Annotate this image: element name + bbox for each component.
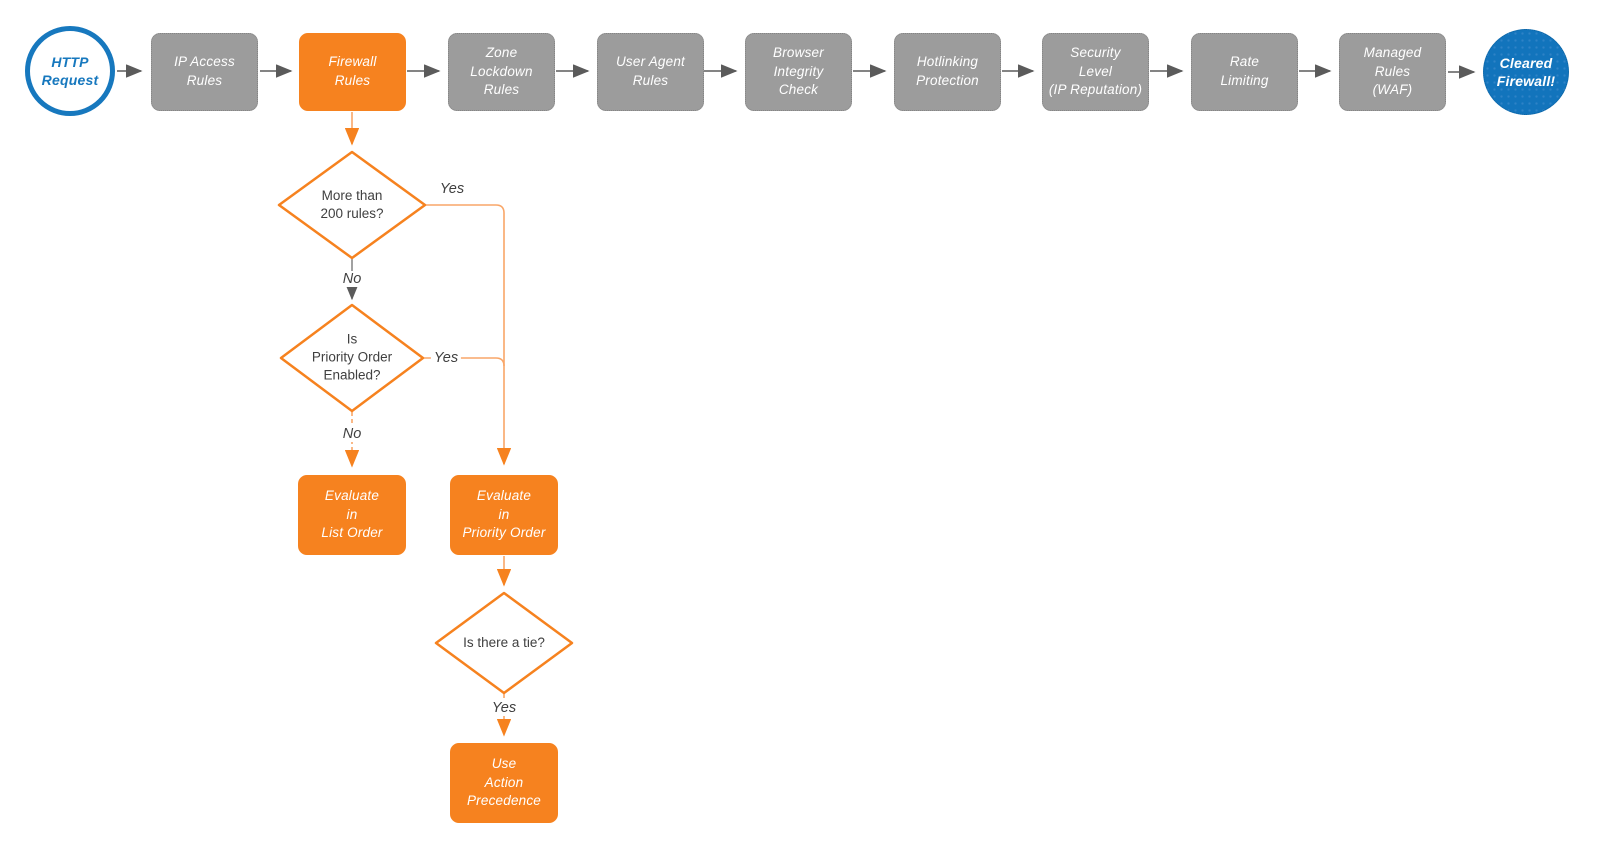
step-label: Managed Rules (WAF) xyxy=(1363,44,1422,98)
start-node-http-request: HTTP Request xyxy=(25,26,115,116)
wire-decision2-yes xyxy=(424,357,505,367)
outcome-label: Evaluate in Priority Order xyxy=(462,487,546,541)
decision-diamonds xyxy=(277,150,574,695)
decision3-question: Is there a tie? xyxy=(463,634,545,650)
step-security-level: Security Level (IP Reputation) xyxy=(1042,33,1149,111)
step-label: Security Level (IP Reputation) xyxy=(1048,44,1143,98)
end-node-cleared-firewall: Cleared Firewall! xyxy=(1483,29,1569,115)
decision2-diamond-shape xyxy=(279,303,425,413)
outcome-label: Evaluate in List Order xyxy=(321,487,383,541)
step-label: IP Access Rules xyxy=(174,54,235,88)
outcome-evaluate-list-order: Evaluate in List Order xyxy=(298,475,406,555)
start-node-label: HTTP Request xyxy=(41,53,99,88)
decision2-yes-label: Yes xyxy=(430,350,462,366)
step-user-agent-rules: User Agent Rules xyxy=(597,33,704,111)
step-label: Hotlinking Protection xyxy=(916,54,979,88)
outcome-label: Use Action Precedence xyxy=(466,755,542,809)
wire-decision1-yes xyxy=(426,204,512,466)
step-label: Zone Lockdown Rules xyxy=(470,44,533,98)
step-managed-rules-waf: Managed Rules (WAF) xyxy=(1339,33,1446,111)
pipeline-arrows xyxy=(117,64,1476,79)
end-node-label: Cleared Firewall! xyxy=(1496,54,1556,89)
decision3-yes-label: Yes xyxy=(488,700,520,716)
decision2-question: Is Priority Order Enabled? xyxy=(311,331,393,384)
decision1-no-label: No xyxy=(339,271,365,287)
outcome-use-action-precedence: Use Action Precedence xyxy=(450,743,558,823)
step-hotlinking-protection: Hotlinking Protection xyxy=(894,33,1001,111)
step-zone-lockdown-rules: Zone Lockdown Rules xyxy=(448,33,555,111)
decision2-no-label: No xyxy=(339,426,365,442)
step-rate-limiting: Rate Limiting xyxy=(1191,33,1298,111)
decision1-diamond-shape xyxy=(277,150,427,260)
decision1-question: More than 200 rules? xyxy=(320,187,384,221)
decision1-yes-label: Yes xyxy=(439,181,465,197)
step-label: User Agent Rules xyxy=(615,54,686,88)
step-firewall-rules: Firewall Rules xyxy=(299,33,406,111)
step-browser-integrity-check: Browser Integrity Check xyxy=(745,33,852,111)
step-label: Browser Integrity Check xyxy=(773,44,824,98)
step-label: Rate Limiting xyxy=(1220,54,1269,88)
step-ip-access-rules: IP Access Rules xyxy=(151,33,258,111)
step-label: Firewall Rules xyxy=(328,54,377,88)
decision3-diamond-shape xyxy=(434,591,574,695)
outcome-evaluate-priority-order: Evaluate in Priority Order xyxy=(450,475,558,555)
